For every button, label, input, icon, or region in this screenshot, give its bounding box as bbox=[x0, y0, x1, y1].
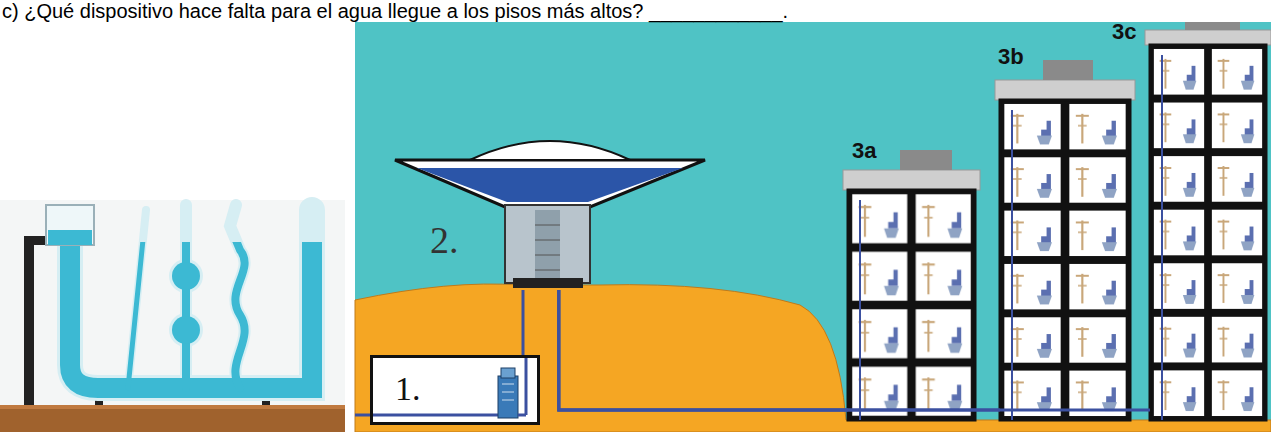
communicating-vessels bbox=[0, 200, 345, 432]
water-tower: 2. bbox=[395, 150, 710, 290]
pump-room: 1. bbox=[370, 355, 540, 425]
callout-number: 2. bbox=[430, 218, 459, 262]
building: 3b bbox=[1000, 100, 1130, 420]
callout-number: 3b bbox=[998, 44, 1024, 70]
water-pipe bbox=[559, 290, 1150, 410]
water-pipe bbox=[559, 290, 848, 410]
question-text: c) ¿Qué dispositivo hace falta para el a… bbox=[2, 0, 788, 22]
sky bbox=[355, 22, 1271, 432]
callout-number: 3c bbox=[1112, 19, 1136, 45]
building: 3a bbox=[848, 190, 975, 420]
ground bbox=[355, 284, 1271, 432]
buildings bbox=[843, 22, 1271, 420]
callout-number: 3a bbox=[852, 138, 876, 164]
water-pipe bbox=[522, 290, 525, 355]
water-pipe bbox=[559, 290, 1000, 410]
building: 3c bbox=[1150, 45, 1266, 420]
callout-number: 1. bbox=[395, 370, 421, 408]
